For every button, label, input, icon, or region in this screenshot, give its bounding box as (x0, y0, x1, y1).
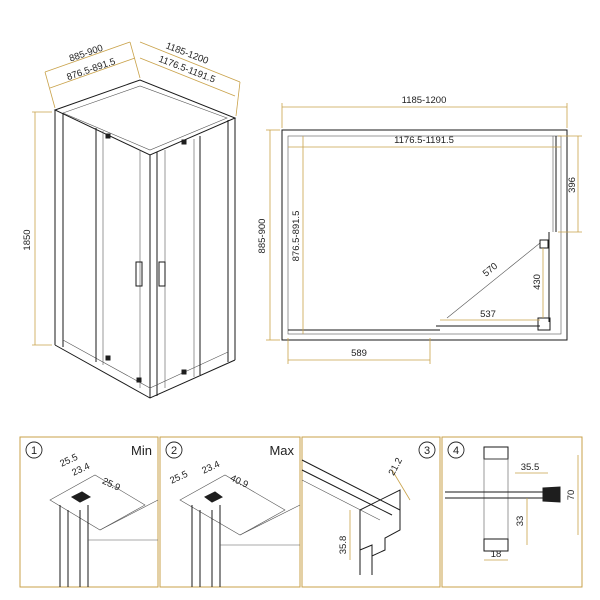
plan-view: 1185-1200 1176.5-1191.5 885-900 876.5-89… (257, 95, 582, 364)
detail-profile-section (204, 491, 223, 503)
plan-door-swing (446, 242, 541, 319)
detail-dim-label: 70 (566, 490, 577, 501)
detail-glass-cap (483, 446, 509, 460)
detail-frame (19, 436, 159, 588)
plan-corner-post (537, 317, 551, 331)
detail-dim-label: 33 (515, 516, 526, 527)
detail-number-circle (165, 441, 183, 459)
detail-number: 1 (31, 445, 37, 457)
detail-frame (159, 436, 301, 588)
dim-tick (44, 71, 56, 109)
plan-width-outer-label: 1185-1200 (402, 95, 447, 106)
detail-profile-edge (239, 504, 301, 536)
iso-top-frame (53, 79, 237, 156)
detail-glass (483, 458, 509, 540)
detail-rail-top (301, 469, 393, 516)
iso-bottom-inner (62, 339, 229, 389)
plan-depth-inner-label: 876.5-891.5 (291, 211, 302, 262)
iso-roller (181, 369, 187, 375)
detail-number-circle (25, 441, 43, 459)
detail-profile-section (70, 491, 92, 503)
detail-dim-label: 25.5 (168, 469, 189, 487)
detail-glass-cap (483, 538, 509, 552)
iso-height-label: 1850 (22, 229, 33, 250)
detail-dim-label: 35.8 (338, 536, 349, 555)
detail-number: 3 (424, 445, 430, 457)
detail-title: Max (269, 443, 294, 458)
iso-roller (105, 133, 111, 139)
detail-frame (301, 436, 441, 588)
iso-left-handle (135, 261, 143, 287)
iso-width-outer-dim (139, 41, 241, 83)
plan-door-swing-label: 570 (481, 261, 500, 280)
detail-panel-4: 4 35.5 70 33 18 (441, 436, 583, 588)
iso-right-handle (158, 261, 166, 287)
iso-depth-inner-dim (49, 57, 136, 89)
plan-fixed-left-label: 589 (351, 348, 367, 359)
detail-number-circle (418, 441, 436, 459)
detail-frame (441, 436, 583, 588)
plan-outer-frame (281, 129, 568, 341)
detail-handle-end (542, 486, 561, 503)
detail-dim-label: 18 (491, 549, 502, 560)
iso-roller (105, 355, 111, 361)
plan-width-inner-label: 1176.5-1191.5 (394, 135, 454, 146)
plan-handle (539, 239, 549, 249)
iso-roller (181, 139, 187, 145)
detail-dim-label: 21.2 (387, 456, 405, 477)
iso-width-inner-dim (139, 57, 236, 97)
isometric-view: 1850 885-900 876.5-891.5 1185-1200 1176.… (22, 41, 241, 399)
detail-rail-top (301, 459, 401, 511)
detail-dim-label: 25.9 (100, 476, 121, 494)
dim-tick (235, 81, 241, 117)
detail-dim-line (391, 469, 411, 501)
detail-panel-2: 2 Max 25.5 23.4 40.9 (159, 436, 301, 588)
plan-fixed-right-label: 396 (567, 177, 578, 193)
detail-panel-1: 1 Min 25.5 23.4 25.9 (19, 436, 159, 588)
iso-depth-outer-dim (44, 41, 131, 73)
detail-dim-label: 23.4 (200, 459, 221, 477)
detail-profile-edge (99, 499, 159, 531)
plan-door-width-label: 537 (480, 309, 496, 320)
detail-number: 2 (171, 445, 177, 457)
detail-rail-section (359, 489, 401, 557)
detail-rail-top (301, 479, 381, 521)
iso-bottom-frame (54, 344, 236, 399)
dim-tick (129, 41, 141, 79)
iso-roller (136, 377, 142, 383)
iso-top-inner (62, 85, 228, 151)
detail-dim-label: 35.5 (521, 462, 540, 473)
plan-door-open-label: 430 (532, 274, 543, 290)
detail-dim-label: 40.9 (228, 473, 249, 491)
plan-inner-frame (287, 135, 562, 335)
detail-number-circle (447, 441, 465, 459)
detail-title: Min (131, 443, 152, 458)
detail-profile-top (49, 474, 146, 531)
plan-depth-outer-label: 885-900 (257, 219, 268, 254)
detail-panel-3: 3 21.2 35.8 (301, 436, 441, 588)
detail-number: 4 (453, 445, 459, 457)
